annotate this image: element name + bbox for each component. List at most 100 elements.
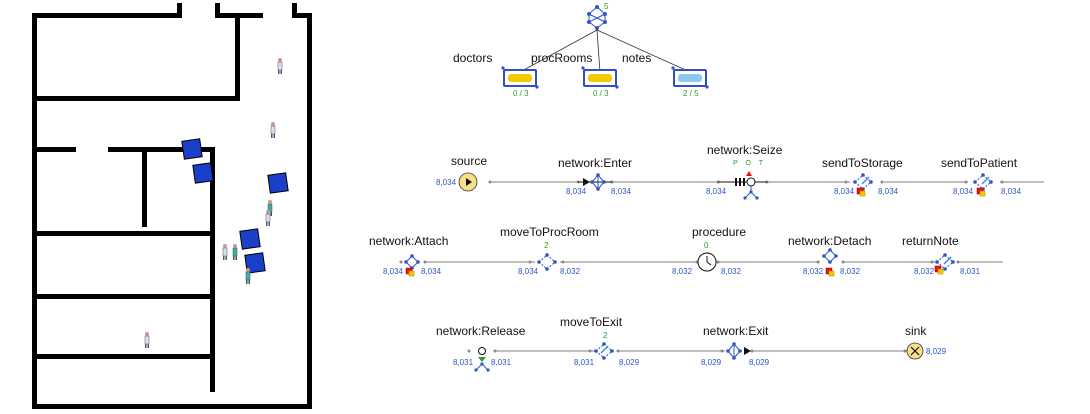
send-to-storage-out-count: 8,034 [878, 187, 899, 196]
return-note-block[interactable] [934, 253, 955, 275]
seize-in-count: 8,034 [706, 187, 727, 196]
network-detach-block[interactable] [822, 248, 838, 277]
exit-label: network:Exit [703, 324, 769, 338]
move-to-proc-room-label: moveToProcRoom [500, 225, 599, 239]
send-to-patient-label: sendToPatient [941, 156, 1018, 170]
procedure-room [239, 228, 261, 250]
return-note-label: returnNote [902, 234, 959, 248]
move-to-exit-block[interactable] [594, 342, 614, 360]
wall [142, 147, 147, 227]
move-to-proc-room-block[interactable] [537, 253, 557, 271]
wall [215, 3, 220, 18]
detach-out-count: 8,032 [840, 267, 861, 276]
network-seize-block[interactable] [718, 171, 767, 200]
pool-notes-fill [678, 74, 702, 82]
attach-label: network:Attach [369, 234, 449, 248]
procedure-out-count: 8,032 [721, 267, 742, 276]
exit-in-count: 8,029 [701, 358, 722, 367]
resource-link [519, 29, 598, 73]
wall [32, 13, 182, 18]
pool-procRooms-label: procRooms [531, 51, 593, 65]
return-note-out-count: 8,031 [960, 267, 981, 276]
wall [292, 3, 297, 18]
walls [32, 3, 312, 409]
pool-procRooms[interactable] [581, 66, 619, 89]
source-out-count: 8,034 [436, 178, 457, 187]
pool-notes[interactable] [671, 66, 709, 89]
doctor-figure [277, 58, 283, 74]
move-to-exit-in-count: 8,031 [574, 358, 595, 367]
wall [32, 294, 215, 299]
send-to-storage-in-count: 8,034 [834, 187, 855, 196]
doctor-figure [270, 122, 276, 138]
source-block[interactable] [458, 172, 478, 192]
wall [32, 231, 215, 236]
release-out-count: 8,031 [491, 358, 512, 367]
network-enter-block[interactable] [578, 173, 612, 191]
source-label: source [451, 154, 488, 168]
seize-label: network:Seize [707, 143, 783, 157]
procedure-queue: 0 [704, 241, 709, 250]
wall [32, 147, 76, 152]
doctor-figure [144, 332, 150, 348]
wall [32, 354, 215, 359]
sink-block[interactable] [906, 342, 924, 360]
network-exit-block[interactable] [726, 342, 751, 360]
send-to-patient-block[interactable] [973, 173, 993, 197]
procedure-label: procedure [692, 225, 747, 239]
wall [177, 3, 182, 18]
procedure-room [244, 252, 266, 274]
send-to-patient-out-count: 8,034 [1001, 187, 1022, 196]
sink-label: sink [905, 324, 927, 338]
network-icon[interactable] [587, 5, 607, 30]
network-release-block[interactable] [474, 347, 490, 372]
exit-out-count: 8,029 [749, 358, 770, 367]
attach-out-count: 8,034 [421, 267, 442, 276]
procedure-room [192, 162, 214, 184]
agents [144, 58, 283, 348]
pool-procRooms-usage: 0 / 3 [593, 89, 609, 98]
wall [292, 13, 312, 18]
network-attach-block[interactable] [404, 254, 420, 277]
move-to-exit-label: moveToExit [560, 315, 623, 329]
move-to-proc-room-out-count: 8,032 [560, 267, 581, 276]
release-label: network:Release [436, 324, 526, 338]
release-in-count: 8,031 [453, 358, 474, 367]
enter-label: network:Enter [558, 156, 633, 170]
return-note-in-count: 8,032 [914, 267, 935, 276]
move-to-proc-room-queue: 2 [544, 241, 549, 250]
move-to-exit-out-count: 8,029 [619, 358, 640, 367]
procedure-room [267, 172, 289, 194]
wall [32, 96, 240, 101]
procedure-rooms [181, 138, 289, 274]
ports [399, 180, 1004, 353]
connectors [425, 181, 1044, 352]
detach-label: network:Detach [788, 234, 872, 248]
pool-doctors[interactable] [501, 66, 539, 89]
doctor-figure [222, 244, 228, 260]
pool-notes-label: notes [622, 51, 652, 65]
patient-figure [232, 244, 238, 260]
floor-plan [32, 3, 312, 409]
network-icon-count: 5 [604, 2, 609, 11]
move-to-proc-room-in-count: 8,034 [518, 267, 539, 276]
wall [108, 147, 215, 152]
patient-figure [245, 268, 251, 284]
procedure-delay-block[interactable] [697, 252, 717, 272]
wall [307, 13, 312, 409]
wall [32, 13, 37, 409]
pool-procRooms-fill [588, 74, 612, 82]
wall [235, 13, 240, 99]
procedure-room [181, 138, 203, 160]
enter-in-count: 8,034 [566, 187, 587, 196]
doctor-figure [265, 210, 271, 226]
pool-doctors-label: doctors [453, 51, 493, 65]
procedure-in-count: 8,032 [672, 267, 693, 276]
pool-notes-usage: 2 / 5 [683, 89, 699, 98]
move-to-exit-queue: 2 [603, 331, 608, 340]
seize-flags: P O T [733, 160, 767, 167]
send-to-storage-block[interactable] [853, 173, 873, 197]
resource-link [596, 29, 601, 73]
detach-in-count: 8,032 [803, 267, 824, 276]
